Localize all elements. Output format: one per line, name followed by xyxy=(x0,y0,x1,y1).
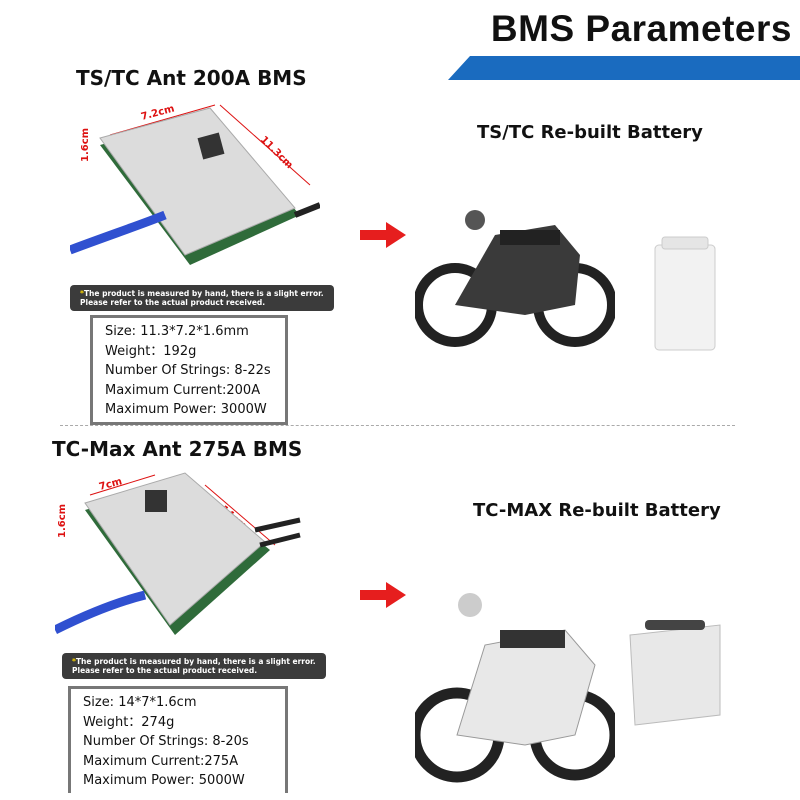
dim-height-2: 1.6cm xyxy=(57,504,68,538)
measurement-note-2: *The product is measured by hand, there … xyxy=(62,653,326,679)
battery-image-1 xyxy=(654,236,716,351)
arrow-icon xyxy=(360,222,406,248)
spec-size: Size: 14*7*1.6cm xyxy=(83,695,197,710)
bms-board-image-1: 7.2cm 11.3cm 1.6cm xyxy=(70,103,320,265)
motorcycle-image-2 xyxy=(415,593,615,783)
title-accent-band xyxy=(448,56,800,80)
arrow-icon xyxy=(360,582,406,608)
bms-board-image-2: 7cm 14cm 1.6cm xyxy=(55,472,301,635)
product-title-2: TC-Max Ant 275A BMS xyxy=(52,437,303,461)
spec-box-2: Size: 14*7*1.6cm Weight：274g Number Of S… xyxy=(68,686,288,793)
battery-title-2: TC-MAX Re-built Battery xyxy=(473,500,721,521)
dim-length-1: 11.3cm xyxy=(258,134,295,171)
spec-strings: Number Of Strings: 8-20s xyxy=(83,734,249,749)
spec-power: Maximum Power: 3000W xyxy=(105,402,267,417)
spec-strings: Number Of Strings: 8-22s xyxy=(105,363,271,378)
battery-image-2 xyxy=(629,620,721,726)
product-title-1: TS/TC Ant 200A BMS xyxy=(76,66,307,90)
measurement-note-1: *The product is measured by hand, there … xyxy=(70,285,334,311)
dim-height-1: 1.6cm xyxy=(80,128,91,162)
spec-current: Maximum Current:275A xyxy=(83,753,239,769)
section-divider xyxy=(60,425,735,426)
spec-weight: Weight：274g xyxy=(83,714,175,730)
motorcycle-image-1 xyxy=(415,210,615,347)
dim-width-2: 7cm xyxy=(98,476,123,493)
page-title: BMS Parameters xyxy=(490,8,792,49)
battery-title-1: TS/TC Re-built Battery xyxy=(477,122,703,143)
spec-size: Size: 11.3*7.2*1.6mm xyxy=(105,324,249,339)
spec-current: Maximum Current:200A xyxy=(105,382,261,398)
spec-power: Maximum Power: 5000W xyxy=(83,773,245,788)
spec-box-1: Size: 11.3*7.2*1.6mm Weight：192g Number … xyxy=(90,315,288,425)
spec-weight: Weight：192g xyxy=(105,343,197,359)
